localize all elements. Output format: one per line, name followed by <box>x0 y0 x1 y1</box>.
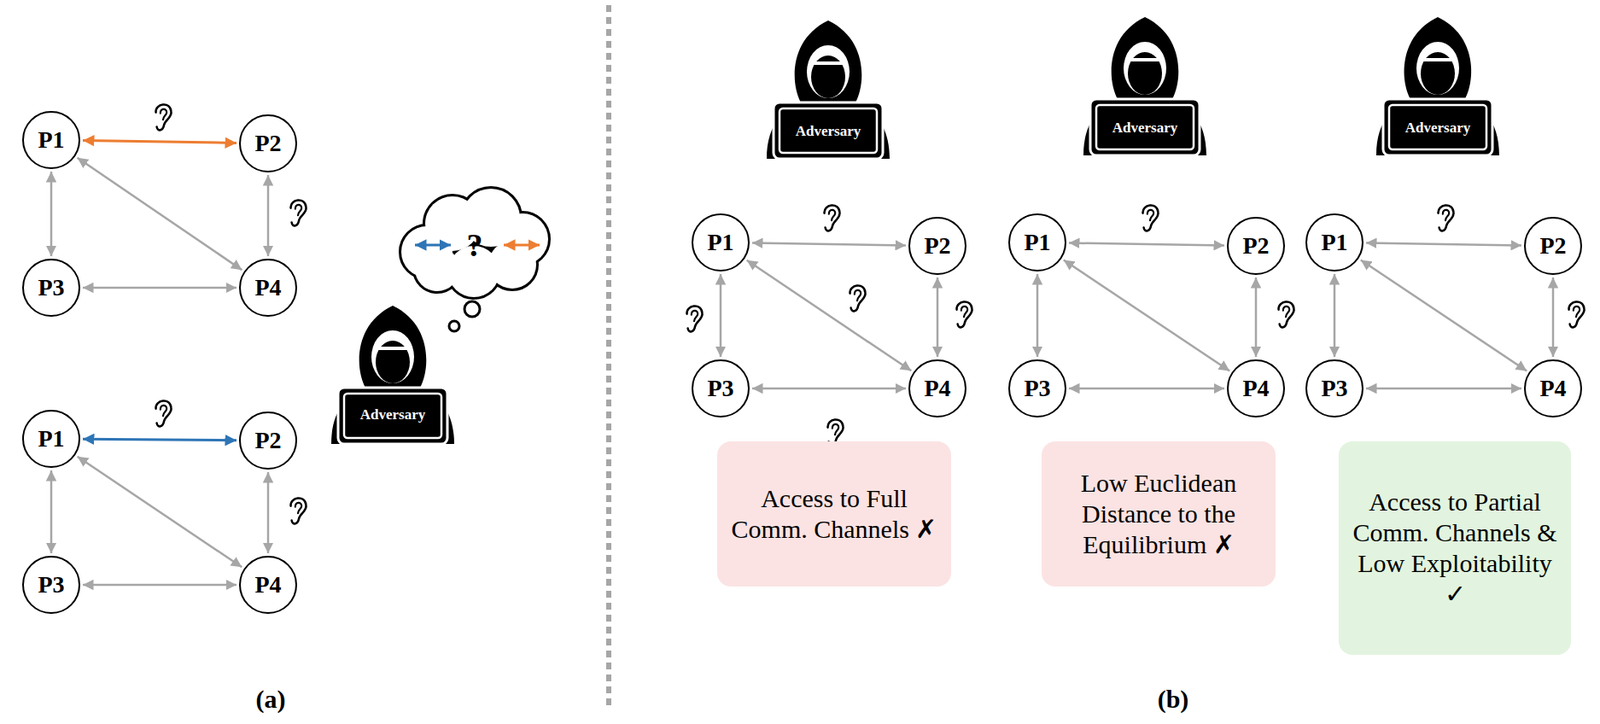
channel-connector <box>1366 243 1522 246</box>
player-circle: P3 <box>1008 359 1067 418</box>
channel-connector <box>747 260 912 372</box>
player-label: P3 <box>37 274 65 302</box>
player-label: P4 <box>254 571 281 599</box>
player-circle: P1 <box>22 409 81 468</box>
adversary-figure <box>766 20 890 159</box>
channel-connector <box>1333 274 1337 357</box>
player-circle: P3 <box>691 359 750 418</box>
verdict-text: Access to Partial Comm. Channels & Low E… <box>1348 486 1561 610</box>
channel-connector <box>936 277 940 357</box>
player-label: P2 <box>1242 232 1269 260</box>
channel-connector <box>752 387 906 391</box>
channel-connector <box>1068 387 1225 391</box>
player-circle: P4 <box>908 359 967 418</box>
channel-connector <box>82 438 237 440</box>
channel-connector <box>77 157 243 270</box>
question-mark: ? <box>467 226 484 264</box>
player-circle: P1 <box>22 110 81 170</box>
laptop-label: Adversary <box>360 406 426 424</box>
player-circle: P1 <box>691 213 750 272</box>
laptop-label: Adversary <box>1405 119 1471 137</box>
laptop-label: Adversary <box>795 122 861 141</box>
channel-connector <box>752 243 906 246</box>
player-label: P2 <box>1539 232 1566 260</box>
verdict-box: Low Euclidean Distance to the Equilibriu… <box>1041 441 1276 587</box>
separator <box>606 5 612 706</box>
player-circle: P4 <box>1226 359 1285 418</box>
player-circle: P2 <box>239 411 298 470</box>
player-circle: P2 <box>239 114 298 173</box>
player-label: P1 <box>37 425 65 453</box>
player-label: P4 <box>1539 374 1566 403</box>
player-label: P1 <box>37 126 65 154</box>
player-label: P3 <box>706 374 734 403</box>
channel-connector <box>267 175 270 257</box>
channel-connector <box>719 274 723 357</box>
player-circle: P1 <box>1008 213 1067 272</box>
channel-connector <box>50 470 53 554</box>
player-circle: P4 <box>239 258 298 317</box>
player-label: P2 <box>254 129 281 158</box>
player-label: P4 <box>923 374 951 403</box>
player-label: P1 <box>1023 228 1051 257</box>
player-label: P4 <box>254 274 281 302</box>
channel-connector <box>82 583 237 587</box>
player-circle: P1 <box>1305 213 1364 272</box>
verdict-box: Access to Partial Comm. Channels & Low E… <box>1338 441 1571 655</box>
player-label: P2 <box>254 426 281 455</box>
player-label: P2 <box>923 232 951 260</box>
channel-connector <box>82 286 237 290</box>
channel-connector <box>77 456 243 568</box>
player-circle: P2 <box>908 216 967 275</box>
player-circle: P4 <box>1524 359 1583 418</box>
adversary-figure <box>331 305 455 444</box>
verdict-text: Low Euclidean Distance to the Equilibriu… <box>1051 467 1266 561</box>
verdict-box: Access to Full Comm. Channels ✗ <box>717 441 952 587</box>
player-circle: P3 <box>22 555 81 614</box>
laptop-label: Adversary <box>1112 119 1178 137</box>
player-circle: P4 <box>239 555 298 614</box>
player-circle: P3 <box>1305 359 1364 418</box>
player-circle: P2 <box>1524 216 1583 275</box>
channel-connector <box>1036 274 1040 357</box>
adversary-figure <box>1083 17 1207 156</box>
channel-connector <box>1255 277 1258 357</box>
player-label: P3 <box>37 571 65 599</box>
channel-connector <box>1552 277 1555 357</box>
adversary-figure <box>1376 17 1500 156</box>
channel-connector <box>1360 260 1527 372</box>
player-label: P4 <box>1242 374 1269 403</box>
channel-connector <box>1063 260 1230 372</box>
player-label: P3 <box>1023 374 1051 403</box>
channel-connector <box>1366 387 1522 391</box>
verdict-text: Access to Full Comm. Channels ✗ <box>727 483 941 545</box>
thought-cloud <box>401 188 549 332</box>
channel-connector <box>50 171 53 257</box>
player-label: P1 <box>1320 228 1348 257</box>
panel-label: (b) <box>1157 684 1190 714</box>
player-circle: P2 <box>1226 216 1285 275</box>
channel-connector <box>82 140 237 144</box>
player-circle: P3 <box>22 258 81 317</box>
channel-connector <box>1068 243 1225 246</box>
panel-label: (a) <box>256 684 287 714</box>
player-label: P3 <box>1320 374 1348 403</box>
player-label: P1 <box>706 228 734 257</box>
channel-connector <box>267 472 270 554</box>
